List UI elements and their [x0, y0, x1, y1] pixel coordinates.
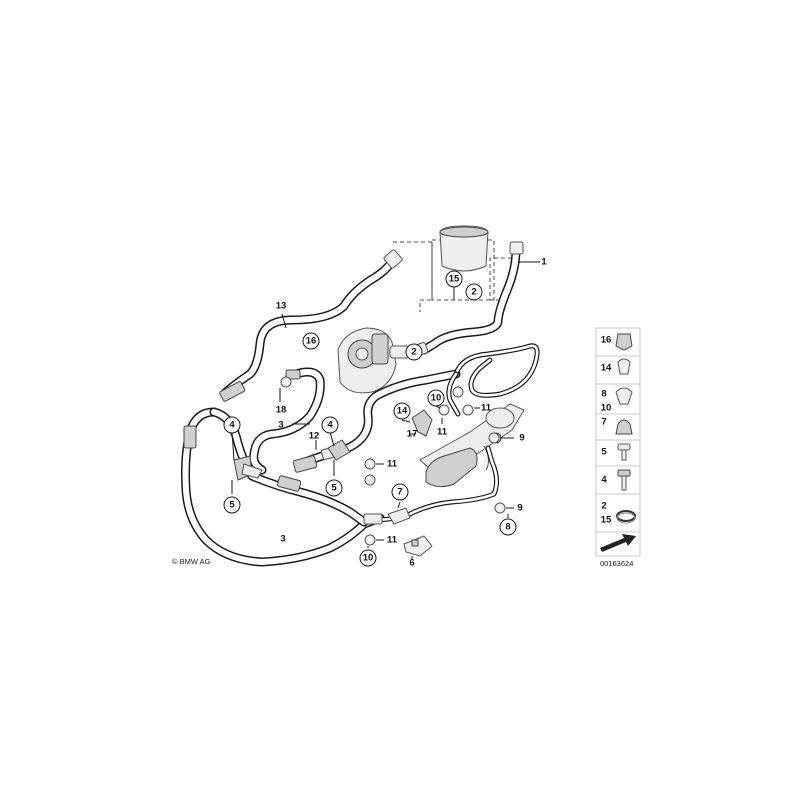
svg-text:5: 5 [331, 483, 337, 494]
callout-12: 12 [309, 431, 320, 442]
callout-4-a: 4 [223, 416, 241, 434]
image-number: 00163624 [600, 559, 633, 568]
svg-text:4: 4 [229, 420, 235, 431]
callout-14: 14 [393, 402, 411, 420]
reservoir-cap-icon [439, 226, 489, 238]
callout-13: 13 [276, 301, 287, 312]
legend-label-14: 14 [601, 363, 612, 374]
legend-label-15: 15 [601, 515, 612, 526]
bracket-6 [403, 535, 433, 557]
grommet-icon [617, 358, 631, 375]
callout-7: 7 [391, 483, 409, 501]
callout-6: 6 [409, 558, 414, 569]
svg-text:2: 2 [411, 347, 416, 358]
copyright-text: © BMW AG [172, 557, 211, 566]
callout-17: 17 [407, 429, 418, 440]
legend-label-8: 8 [601, 389, 606, 400]
power-steering-pump [337, 327, 411, 394]
sealing-rings [280, 376, 506, 546]
callout-8: 8 [499, 518, 517, 536]
svg-text:10: 10 [363, 553, 374, 564]
svg-text:8: 8 [505, 522, 510, 533]
bracket-17 [411, 409, 433, 437]
callout-10-b: 10 [359, 549, 377, 567]
dashed-guide [393, 241, 433, 312]
direction-arrow-icon [600, 534, 636, 552]
screw-icon [617, 443, 631, 461]
callout-3-upper: 3 [278, 420, 283, 431]
svg-text:16: 16 [306, 336, 317, 347]
callout-5-a: 5 [223, 496, 241, 514]
legend-label-10: 10 [601, 403, 612, 414]
reservoir-icon [439, 225, 489, 272]
callout-4-b: 4 [321, 416, 339, 434]
callout-2-a: 2 [465, 283, 483, 301]
reservoir-group [393, 225, 512, 312]
dashed-guide [489, 257, 512, 301]
bolt-icon [617, 469, 631, 491]
legend-label-4: 4 [601, 475, 607, 486]
callout-9-b: 9 [517, 503, 522, 514]
svg-text:14: 14 [397, 406, 408, 417]
clip-icon [615, 333, 633, 351]
bracket-5-left [233, 455, 263, 481]
svg-text:10: 10 [431, 393, 442, 404]
callout-10-a: 10 [427, 389, 445, 407]
callout-2-b: 2 [405, 343, 423, 361]
callout-1: 1 [541, 257, 547, 268]
parts-legend: 16 14 8 10 7 5 4 2 15 [595, 327, 641, 557]
callout-18: 18 [276, 405, 287, 416]
svg-text:4: 4 [327, 420, 333, 431]
legend-label-16: 16 [601, 335, 612, 346]
callout-11-c: 11 [437, 427, 448, 438]
grommet-icon [615, 419, 633, 435]
hose-12 [249, 367, 325, 475]
hose-clamp-icon [616, 510, 636, 524]
hose-13 [219, 249, 403, 402]
callout-11-a: 11 [387, 459, 398, 470]
svg-text:15: 15 [449, 274, 460, 285]
callout-11-d: 11 [481, 403, 492, 414]
callout-3-lower: 3 [280, 534, 285, 545]
callout-9-a: 9 [519, 433, 524, 444]
legend-label-5: 5 [601, 447, 607, 458]
legend-label-7: 7 [601, 417, 606, 428]
svg-text:5: 5 [229, 500, 235, 511]
bracket-7 [387, 507, 411, 525]
callout-11-b: 11 [387, 535, 398, 546]
legend-label-2: 2 [601, 501, 606, 512]
callout-16: 16 [302, 332, 320, 350]
steering-gear [419, 403, 525, 488]
return-line-upper [446, 343, 540, 417]
svg-text:7: 7 [397, 487, 402, 498]
callout-5-b: 5 [325, 479, 343, 497]
svg-text:2: 2 [471, 287, 476, 298]
cap-icon [615, 387, 633, 405]
callout-15: 15 [445, 270, 463, 288]
